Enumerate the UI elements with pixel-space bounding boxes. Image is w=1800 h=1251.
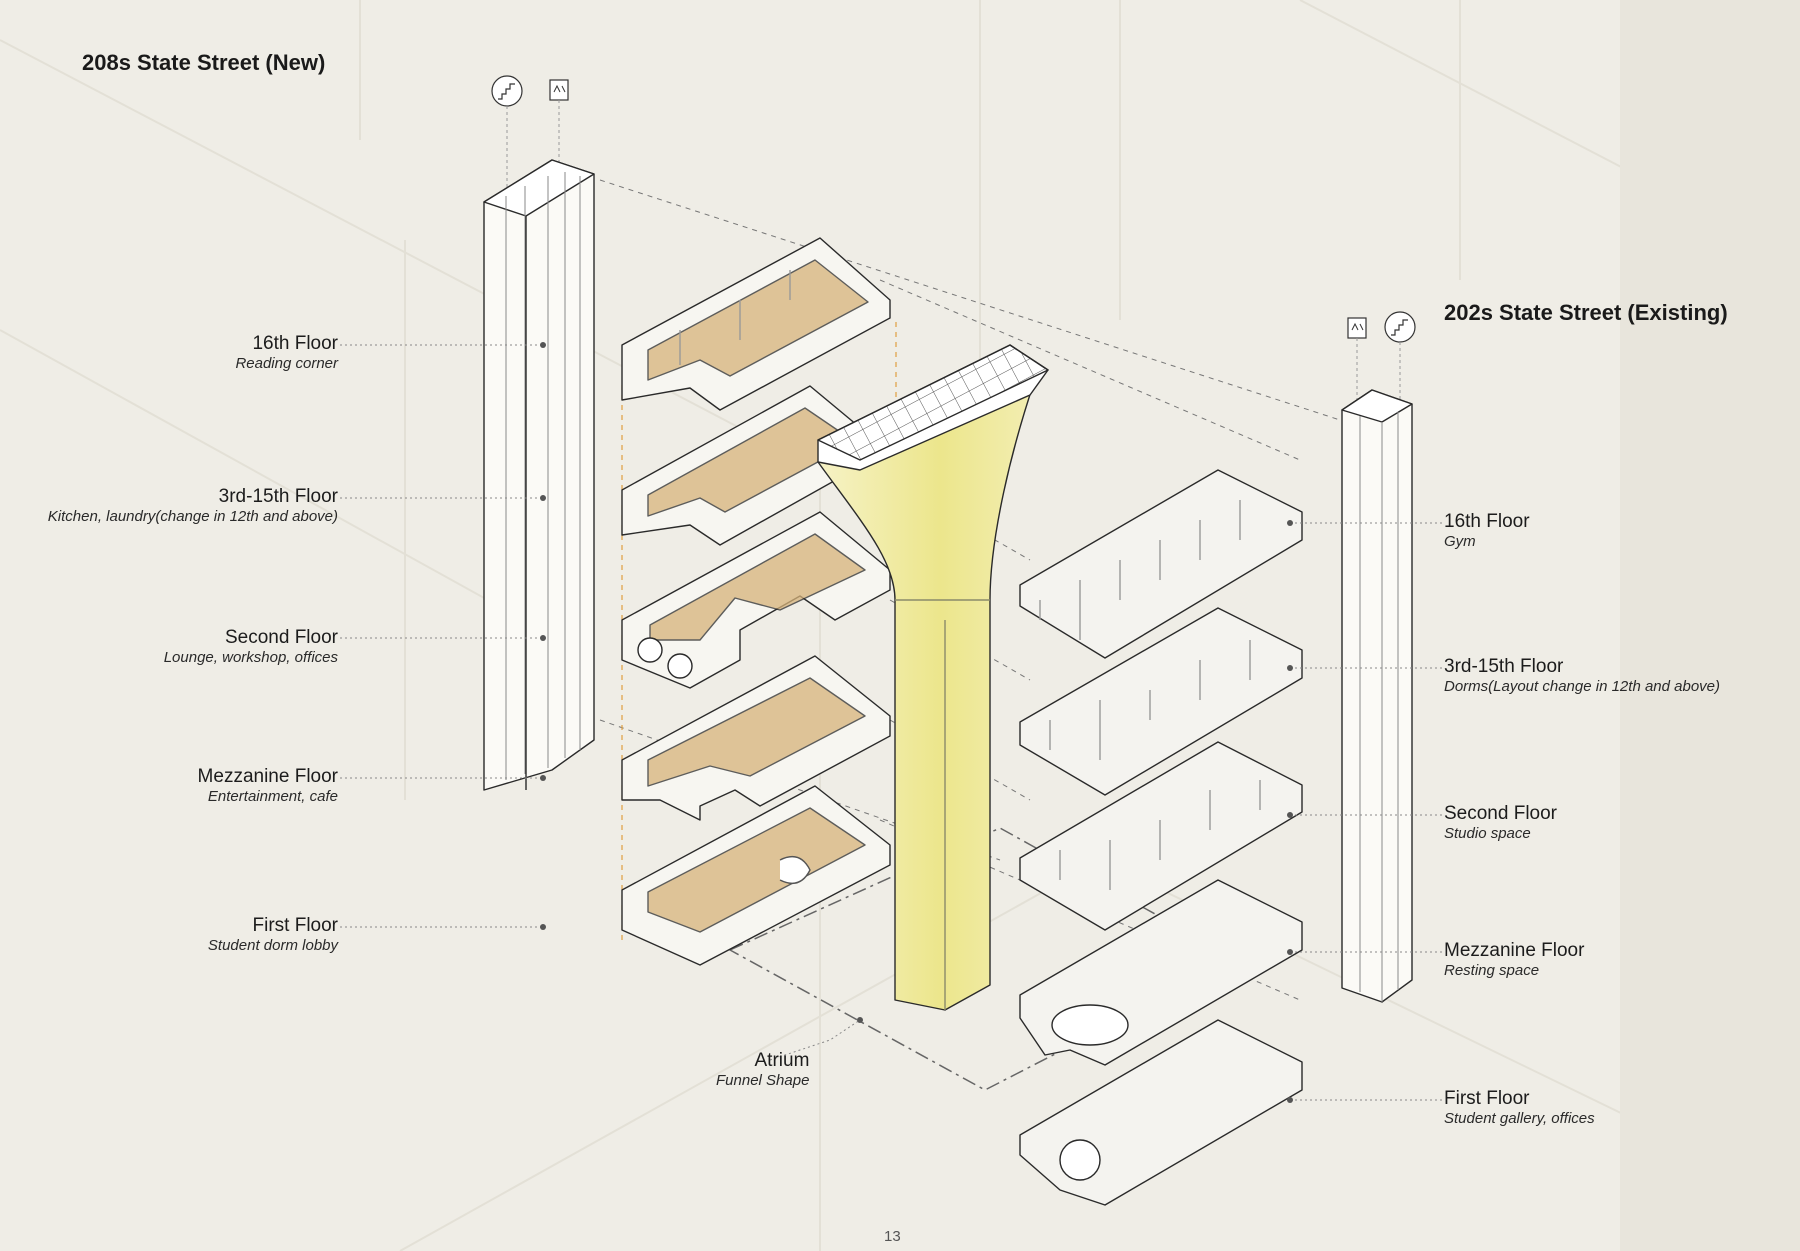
floor-use: Lounge, workshop, offices <box>163 649 338 666</box>
floor-use: Studio space <box>1444 825 1531 842</box>
stair-icon <box>491 75 523 107</box>
floor-label-existing-16th: 16th Floor Gym <box>1444 511 1530 551</box>
floor-name: 16th Floor <box>252 333 338 354</box>
floor-label-new-second: Second Floor Lounge, workshop, offices <box>164 627 338 667</box>
floor-label-new-16th: 16th Floor Reading corner <box>235 333 338 373</box>
atrium-label: Atrium Funnel Shape <box>716 1050 809 1090</box>
atrium-funnel <box>817 344 1049 1011</box>
floor-label-existing-mezzanine: Mezzanine Floor Resting space <box>1444 940 1584 980</box>
leader-lines-right <box>1290 522 1443 1101</box>
floor-name: 16th Floor <box>1444 511 1530 532</box>
floor-use: Student gallery, offices <box>1444 1110 1595 1127</box>
floor-use: Reading corner <box>235 355 338 372</box>
title-existing-building: 202s State Street (Existing) <box>1444 300 1728 325</box>
leader-dots-right <box>1287 520 1293 1103</box>
floor-label-existing-3rd-15th: 3rd-15th Floor Dorms(Layout change in 12… <box>1444 656 1720 696</box>
stair-icon <box>1384 311 1416 343</box>
core-tower-existing <box>1341 389 1413 1003</box>
floor-name: First Floor <box>252 915 339 936</box>
core-tower-new <box>483 159 595 791</box>
leader-lines-left <box>340 344 861 1061</box>
floor-name: Mezzanine Floor <box>1444 940 1585 961</box>
elevator-icon <box>549 79 569 101</box>
floor-name: Second Floor <box>1444 803 1558 824</box>
floor-use: Dorms(Layout change in 12th and above) <box>1444 678 1721 695</box>
floor-use: Resting space <box>1444 962 1540 979</box>
floor-label-new-3rd-15th: 3rd-15th Floor Kitchen, laundry(change i… <box>48 486 338 526</box>
floor-label-existing-second: Second Floor Studio space <box>1444 803 1557 843</box>
floor-plates-existing <box>1019 469 1303 1206</box>
icon-leader-lines <box>506 100 1401 420</box>
floor-label-existing-first: First Floor Student gallery, offices <box>1444 1088 1595 1128</box>
floor-use: Entertainment, cafe <box>207 788 338 805</box>
floor-use: Student dorm lobby <box>207 937 338 954</box>
context-block <box>1620 0 1800 1251</box>
page-number: 13 <box>884 1228 901 1245</box>
floor-name: 3rd-15th Floor <box>218 486 338 507</box>
floor-use: Gym <box>1444 533 1476 550</box>
floor-name: Second Floor <box>224 627 338 648</box>
floor-name: Mezzanine Floor <box>197 766 338 787</box>
atrium-use: Funnel Shape <box>716 1072 810 1089</box>
floor-name: 3rd-15th Floor <box>1444 656 1564 677</box>
floor-label-new-mezzanine: Mezzanine Floor Entertainment, cafe <box>198 766 338 806</box>
floor-use: Kitchen, laundry(change in 12th and abov… <box>47 508 338 525</box>
floor-label-new-first: First Floor Student dorm lobby <box>208 915 338 955</box>
atrium-name: Atrium <box>754 1050 810 1071</box>
floor-plates-new <box>621 237 891 966</box>
elevator-icon <box>1347 317 1367 339</box>
floor-name: First Floor <box>1444 1088 1530 1109</box>
leader-dots-left <box>540 342 863 1023</box>
title-new-building: 208s State Street (New) <box>82 50 326 75</box>
